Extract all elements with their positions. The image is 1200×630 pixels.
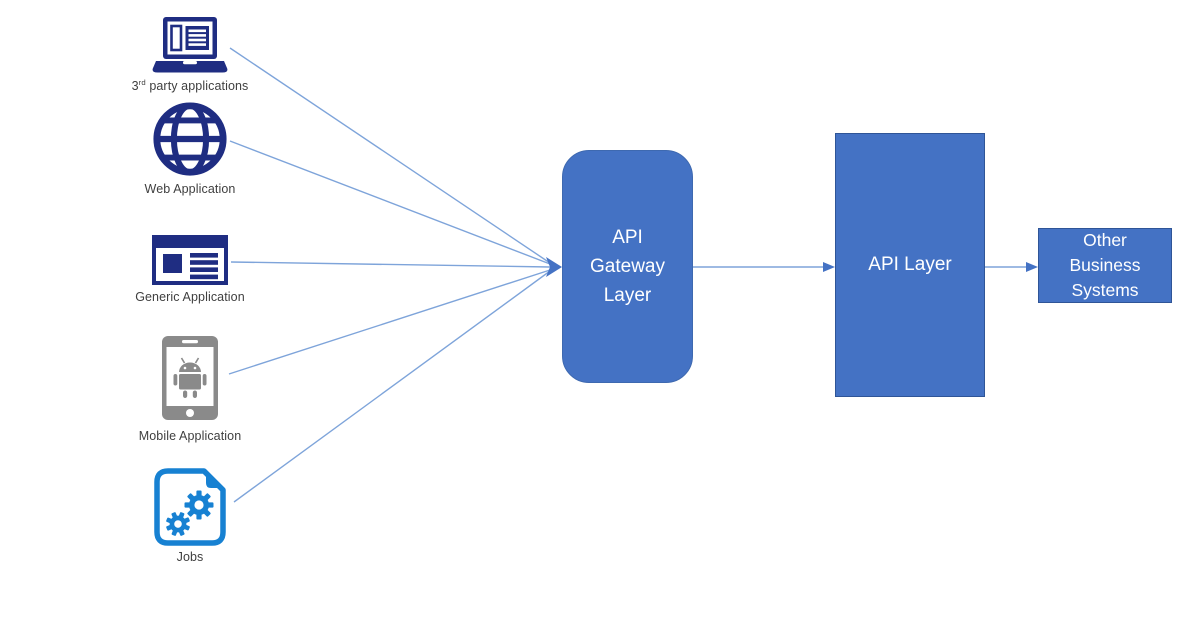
smartphone-icon bbox=[162, 336, 218, 420]
source-label-third-party: 3rd party applications bbox=[131, 78, 249, 94]
source-mobile-application: Mobile Application bbox=[105, 336, 275, 443]
source-third-party-applications: 3rd party applications bbox=[105, 17, 275, 93]
api-gateway-layer-label: API Gateway Layer bbox=[590, 227, 665, 306]
document-gears-icon bbox=[154, 468, 226, 546]
api-gateway-layer-node: API Gateway Layer bbox=[562, 150, 693, 383]
converge-arrowhead bbox=[546, 257, 562, 277]
connector-mobile-to-gateway bbox=[228, 269, 551, 375]
globe-icon bbox=[153, 102, 227, 176]
source-label-web-application: Web Application bbox=[144, 182, 236, 196]
laptop-icon bbox=[152, 17, 228, 73]
other-business-systems-label: Other Business Systems bbox=[1069, 230, 1141, 300]
api-to-other-arrowhead bbox=[1026, 262, 1038, 272]
gear-small bbox=[166, 512, 190, 536]
other-business-systems-node: Other Business Systems bbox=[1038, 228, 1172, 303]
source-label-jobs: Jobs bbox=[176, 550, 204, 564]
api-layer-node: API Layer bbox=[835, 133, 985, 397]
connector-web-to-gateway bbox=[229, 140, 551, 265]
api-layer-label: API Layer bbox=[868, 254, 952, 275]
source-label-mobile-application: Mobile Application bbox=[138, 429, 242, 443]
connector-generic-to-gateway bbox=[230, 261, 551, 268]
source-web-application: Web Application bbox=[105, 99, 275, 196]
gateway-to-api-arrowhead bbox=[823, 262, 835, 272]
source-jobs: Jobs bbox=[105, 468, 275, 564]
connector-jobs-to-gateway bbox=[233, 270, 551, 503]
source-generic-application: Generic Application bbox=[105, 235, 275, 304]
app-window-icon bbox=[152, 235, 228, 285]
source-label-generic-application: Generic Application bbox=[135, 290, 245, 304]
gear-large bbox=[184, 490, 214, 520]
connector-third-party-to-gateway bbox=[229, 47, 551, 264]
